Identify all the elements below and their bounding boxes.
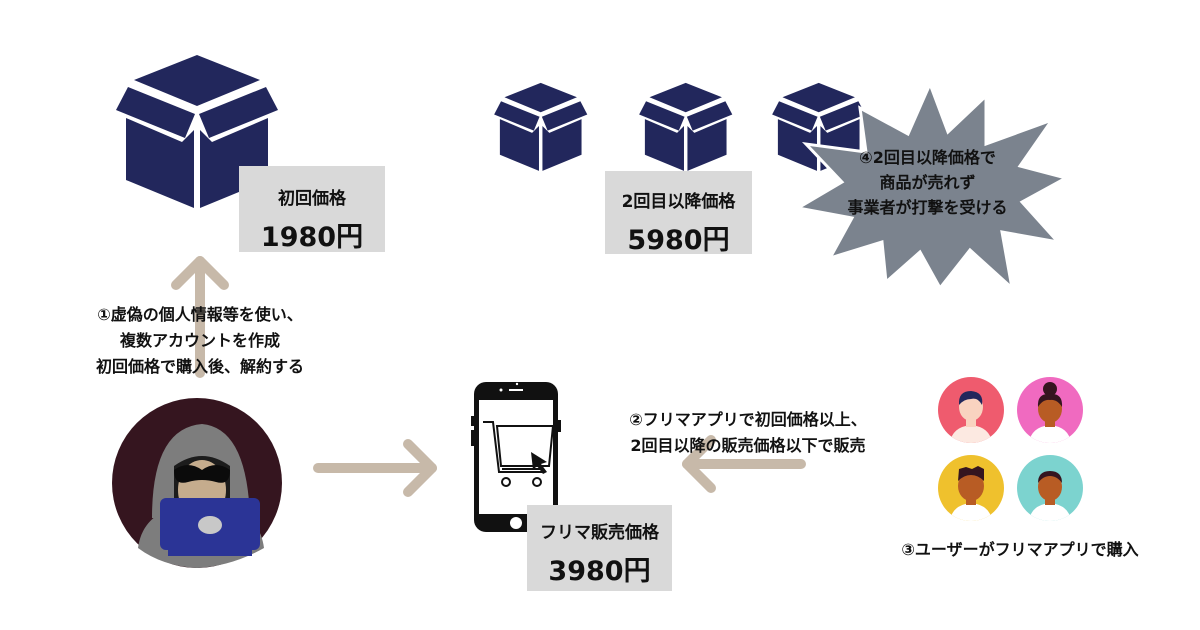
burst-text: ④2回目以降価格で 商品が売れず 事業者が打撃を受ける xyxy=(847,148,1008,217)
subsequent-price-label: 2回目以降価格 xyxy=(621,192,736,212)
hooded-hacker-icon xyxy=(112,398,282,568)
step3-caption: ③ユーザーがフリマアプリで購入 xyxy=(901,540,1139,559)
subsequent-price-box: 2回目以降価格 5980円 xyxy=(605,171,752,256)
smartphone-cart-icon xyxy=(471,382,561,532)
arrow-up-icon xyxy=(171,256,229,378)
arrow-right-icon xyxy=(313,439,437,497)
step1-caption: ①虚偽の個人情報等を使い、 複数アカウントを作成 初回価格で購入後、解約する xyxy=(95,305,304,376)
flea-price-box: フリマ販売価格 3980円 xyxy=(527,505,672,591)
package-box-icon xyxy=(494,82,588,171)
step2-caption: ②フリマアプリで初回価格以上、 2回目以降の販売価格以下で販売 xyxy=(629,410,867,455)
initial-price-box: 初回価格 1980円 xyxy=(239,166,385,253)
initial-price-value: 1980円 xyxy=(260,222,364,253)
user-avatar-icon xyxy=(1017,377,1083,443)
initial-price-label: 初回価格 xyxy=(278,189,346,209)
user-avatar-icon xyxy=(938,377,1004,443)
arrow-left-icon xyxy=(682,435,806,493)
flea-price-label: フリマ販売価格 xyxy=(540,523,659,543)
package-box-icon xyxy=(639,82,733,171)
burst-shape xyxy=(793,80,1071,293)
subsequent-price-value: 5980円 xyxy=(627,225,730,256)
user-avatar-icon xyxy=(938,455,1004,521)
user-avatar-icon xyxy=(1017,455,1083,521)
flea-price-value: 3980円 xyxy=(548,556,651,587)
